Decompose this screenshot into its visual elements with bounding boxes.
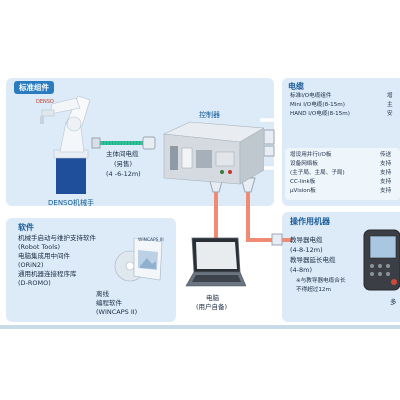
pc-label-1: 电脑 <box>206 294 219 302</box>
wincaps-disk-label: WINCAPS III <box>138 238 164 243</box>
expansion-right-text: 支持 <box>380 161 392 167</box>
cable-list-item: Mini I/O电缆(8-15m) <box>290 102 345 108</box>
expansion-right-text: 支持 <box>380 170 392 176</box>
operation-note: 不得超过12m <box>296 287 331 293</box>
cable-right-text: 安 <box>387 111 393 117</box>
cable-title: 电缆 <box>288 82 304 91</box>
laptop-image <box>185 237 246 287</box>
wincaps-package-image <box>114 237 163 282</box>
cable-right-text: 主 <box>387 102 393 108</box>
software-item: 电脑集成用中间件 <box>18 252 70 260</box>
expansion-box <box>285 148 400 200</box>
offline-line-2: 编程软件 <box>96 299 122 307</box>
svg-text:DENSO: DENSO <box>36 99 54 105</box>
bottom-stripe <box>0 325 400 329</box>
software-item: (ORiN2) <box>18 261 44 269</box>
expansion-right-text: 传送 <box>380 152 392 158</box>
software-item: 通用机器连接程序库 <box>18 270 77 278</box>
controller-label: 控制器 <box>199 111 220 119</box>
expansion-item: 设备网络板 <box>290 161 318 167</box>
software-item: (D-ROMO) <box>18 279 51 287</box>
operation-title: 操作用机器 <box>290 217 330 226</box>
robot-label: DENSO机械手 <box>48 199 95 207</box>
teach-pendant-image <box>363 229 400 291</box>
cable-right-text: 增 <box>387 93 393 99</box>
software-item: 机械手启动与维护支持软件 <box>18 234 96 242</box>
expansion-item: 增设用并行I/O板 <box>290 152 332 158</box>
operation-item: 教导器电缆 <box>290 236 323 244</box>
controller-image <box>162 121 264 185</box>
main-cable-line-2: (另售) <box>114 160 133 168</box>
expansion-item: CC-link板 <box>290 179 316 185</box>
standard-components-title: 标准组件 <box>14 81 54 94</box>
expansion-right-text: 支持 <box>380 179 392 185</box>
offline-line-3: (WINCAPS II) <box>96 308 138 316</box>
operation-item: 教导器延长电缆 <box>290 256 336 264</box>
expansion-item: μVision板 <box>290 188 316 194</box>
operation-item: (4-8m) <box>290 266 313 274</box>
offline-line-1: 离线 <box>96 290 109 298</box>
software-title: 软件 <box>18 223 34 232</box>
pc-label-2: (用户自备) <box>196 303 228 311</box>
expansion-item: (主子局、主局、子局) <box>290 170 345 176</box>
pendant-caption: 多 <box>390 298 397 306</box>
expansion-right-text: 支持 <box>380 188 392 194</box>
operation-note: ※与教导器电缆合长 <box>296 278 346 284</box>
main-cable-line-1: 主体间电缆 <box>106 150 139 158</box>
operation-item: (4-8-12m) <box>290 246 323 254</box>
cable-list-item: HAND I/O电缆(8-15m) <box>290 111 350 117</box>
cable-list-item: 标准I/O电缆组件 <box>290 93 332 99</box>
main-cable-line-3: (4 -6-12m) <box>106 170 141 178</box>
robot-arm-image: DENSO <box>36 95 91 194</box>
main-cable <box>91 136 156 150</box>
software-item: (Robot Tools) <box>18 243 61 251</box>
